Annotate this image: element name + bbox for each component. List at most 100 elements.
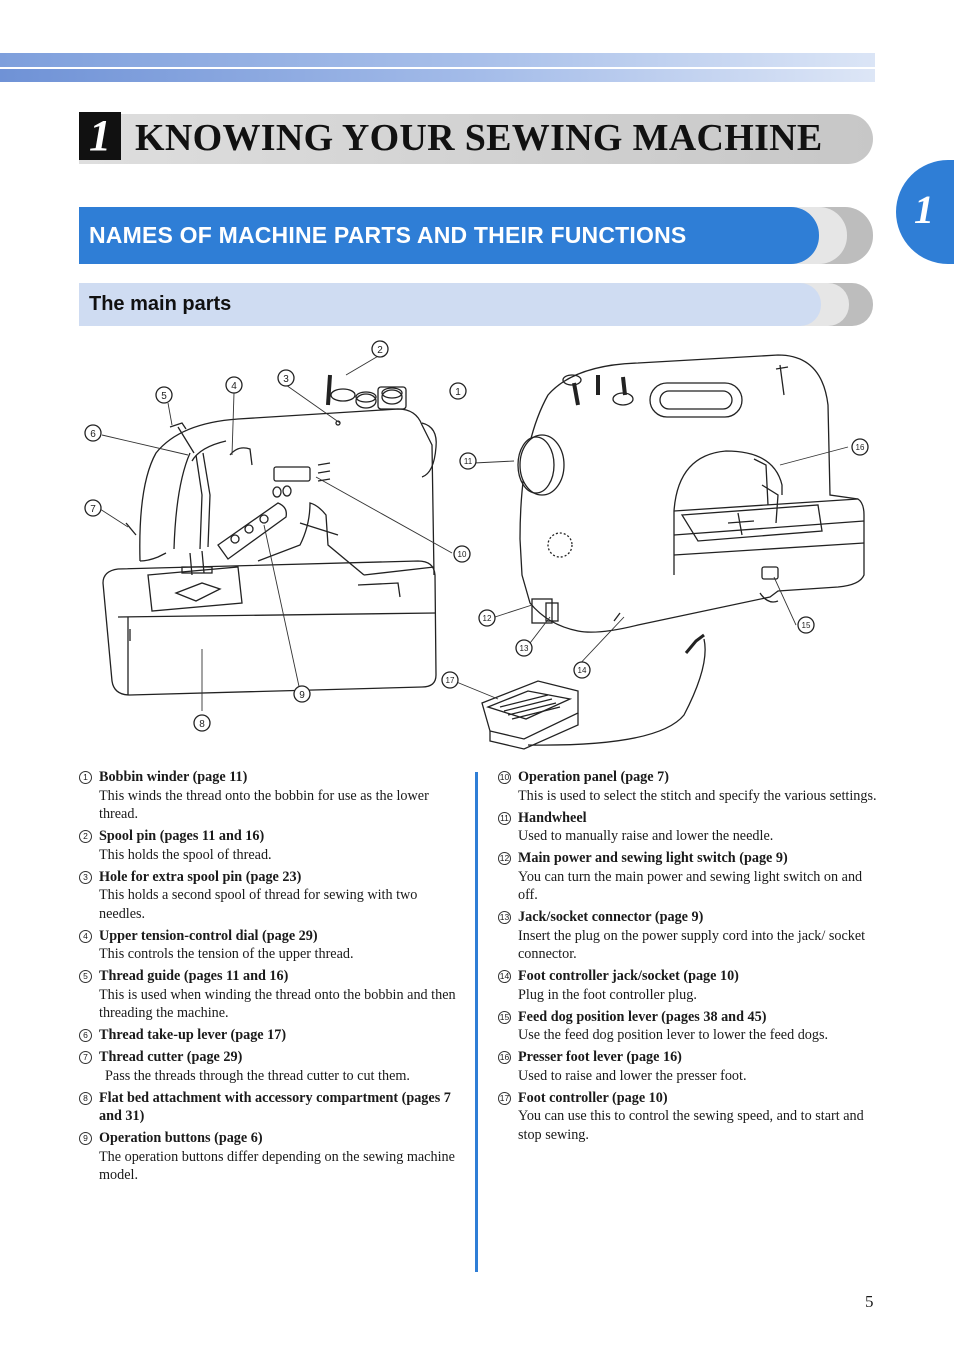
part-title: Feed dog position lever (pages 38 and 45…	[518, 1008, 767, 1025]
page-number: 5	[865, 1292, 874, 1311]
part-item: 17 Foot controller (page 10) You can use t…	[498, 1089, 878, 1145]
callout-6: 6	[84, 424, 102, 442]
callout-5: 5	[155, 386, 173, 404]
svg-text:7: 7	[90, 504, 96, 515]
part-title: Upper tension-control dial (page 29)	[99, 927, 318, 944]
part-title: Thread guide (pages 11 and 16)	[99, 968, 289, 984]
callout-9: 9	[293, 685, 311, 703]
header-stripes	[0, 53, 875, 83]
part-number-badge: 11	[498, 811, 511, 825]
part-number-badge: 10	[498, 771, 511, 784]
part-title: Spool pin (pages 11 and 16)	[99, 828, 265, 844]
svg-text:10: 10	[458, 550, 467, 559]
chapter-side-tab: 1	[896, 160, 954, 264]
header-stripe-bottom	[0, 69, 875, 82]
part-description: This is used when winding the thread ont…	[99, 986, 456, 1022]
svg-text:4: 4	[231, 381, 237, 392]
part-description: This holds the spool of thread.	[99, 846, 272, 863]
part-item: 16 Presser foot lever (page 16) Used to ra…	[498, 1048, 878, 1085]
callout-8: 8	[193, 714, 211, 732]
part-item: 1 Bobbin winder (page 11) This winds the t…	[79, 768, 464, 824]
callout-17: 17	[441, 671, 459, 689]
callout-10: 10	[453, 545, 471, 563]
callout-4: 4	[225, 376, 243, 394]
svg-text:6: 6	[90, 429, 96, 440]
part-title: Hole for extra spool pin (page 23)	[99, 868, 302, 885]
part-title: Handwheel	[518, 809, 587, 826]
part-title: Bobbin winder (page 11)	[99, 769, 248, 785]
svg-text:12: 12	[483, 614, 492, 623]
rear-view-machine	[481, 354, 865, 750]
svg-text:14: 14	[578, 666, 587, 675]
part-description: This is used to select the stitch and sp…	[518, 787, 877, 804]
sewing-machine-illustration: 1 2 3 4 5 6 7 8 9 10 11 12 13 14 15 16 1…	[84, 340, 869, 750]
part-title: Foot controller (page 10)	[518, 1089, 668, 1106]
callout-11: 11	[459, 452, 477, 470]
part-description: Use the feed dog position lever to lower…	[518, 1027, 829, 1043]
part-number-badge: 1	[79, 771, 92, 784]
callout-13: 13	[515, 639, 533, 657]
svg-text:15: 15	[802, 621, 811, 630]
part-title: Main power and sewing light switch (page…	[518, 850, 788, 866]
svg-text:9: 9	[299, 690, 305, 701]
part-number-badge: 4	[79, 929, 92, 943]
part-number-badge: 13	[498, 911, 511, 924]
svg-text:16: 16	[856, 443, 865, 452]
column-divider	[475, 772, 478, 1272]
part-description: Insert the plug on the power supply cord…	[518, 927, 866, 963]
section-bar-main: NAMES OF MACHINE PARTS AND THEIR FUNCTIO…	[79, 207, 819, 264]
callout-7: 7	[84, 499, 102, 517]
callout-14: 14	[573, 661, 591, 679]
svg-text:5: 5	[161, 391, 167, 402]
part-item: 10 Operation panel (page 7) This is used t…	[498, 768, 878, 805]
callout-12: 12	[478, 609, 496, 627]
parts-list-left: 1 Bobbin winder (page 11) This winds the t…	[79, 768, 464, 1188]
chapter-number: 1	[79, 112, 121, 160]
part-title: Operation buttons (page 6)	[99, 1130, 263, 1146]
callout-16: 16	[851, 438, 869, 456]
subsection-bar-main: The main parts	[79, 283, 821, 326]
part-title: Thread take-up lever (page 17)	[99, 1027, 287, 1043]
callout-15: 15	[797, 616, 815, 634]
part-description: The operation buttons differ depending o…	[99, 1148, 455, 1184]
svg-text:2: 2	[377, 345, 383, 356]
part-description: This holds a second spool of thread for …	[99, 887, 418, 922]
part-number-badge: 2	[79, 830, 92, 843]
part-number-badge: 16	[498, 1051, 511, 1064]
part-item: 12 Main power and sewing light switch (pa…	[498, 849, 878, 905]
part-description: Pass the threads through the thread cutt…	[105, 1067, 410, 1084]
part-number-badge: 17	[498, 1091, 511, 1105]
part-description: This winds the thread onto the bobbin fo…	[99, 787, 429, 823]
callout-3: 3	[277, 369, 295, 387]
part-number-badge: 6	[79, 1029, 92, 1042]
part-title: Presser foot lever (page 16)	[518, 1049, 682, 1065]
svg-text:13: 13	[520, 644, 529, 653]
part-item: 6 Thread take-up lever (page 17)	[79, 1026, 464, 1045]
parts-list-right: 10 Operation panel (page 7) This is used t…	[498, 768, 878, 1148]
side-tab-number: 1	[914, 187, 934, 232]
part-title: Foot controller jack/socket (page 10)	[518, 968, 739, 984]
part-title: Operation panel (page 7)	[518, 769, 669, 785]
header-stripe-top	[0, 53, 875, 67]
part-number-badge: 7	[79, 1051, 92, 1064]
part-description: You can use this to control the sewing s…	[518, 1108, 864, 1143]
part-description: Plug in the foot controller plug.	[518, 986, 697, 1003]
part-item: 2 Spool pin (pages 11 and 16) This holds t…	[79, 827, 464, 864]
svg-text:1: 1	[455, 387, 461, 398]
chapter-title: KNOWING YOUR SEWING MACHINE	[135, 117, 823, 159]
part-description: Used to raise and lower the presser foot…	[518, 1067, 747, 1084]
chapter-bar	[79, 114, 873, 164]
part-number-badge: 8	[79, 1091, 92, 1105]
callout-leaders	[99, 354, 849, 711]
subsection-heading-bar: The main parts	[79, 283, 873, 326]
section-heading-bar: NAMES OF MACHINE PARTS AND THEIR FUNCTIO…	[79, 207, 873, 264]
subsection-title: The main parts	[89, 293, 232, 315]
part-number-badge: 12	[498, 852, 511, 865]
part-number-badge: 9	[79, 1132, 92, 1145]
svg-text:3: 3	[283, 374, 289, 385]
